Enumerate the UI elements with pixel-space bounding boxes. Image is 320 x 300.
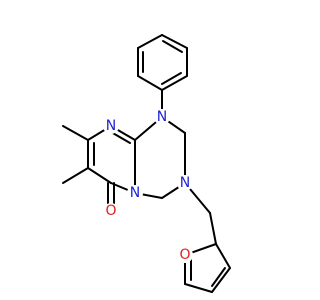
bond bbox=[184, 283, 213, 293]
bond bbox=[161, 34, 188, 49]
atom-n-ring-label: N bbox=[106, 118, 116, 134]
atom-n1-label: N bbox=[157, 109, 167, 125]
atom-n-ring: N bbox=[103, 118, 119, 134]
bond bbox=[211, 267, 226, 287]
bond bbox=[87, 167, 112, 184]
bond bbox=[215, 243, 231, 269]
atom-n1: N bbox=[154, 109, 170, 125]
bond bbox=[137, 75, 163, 91]
bond bbox=[211, 267, 231, 293]
atom-o-furan: O bbox=[177, 247, 193, 263]
atom-o-carbonyl: O bbox=[103, 203, 119, 219]
atom-n3-label: N bbox=[180, 175, 190, 191]
molecule-diagram: N N N N O O bbox=[62, 34, 231, 293]
bond bbox=[162, 40, 183, 53]
atom-labels: N N N N O O bbox=[103, 109, 193, 263]
bond bbox=[62, 167, 89, 184]
bond bbox=[110, 131, 131, 144]
bond bbox=[137, 34, 163, 49]
atom-n5: N bbox=[127, 185, 143, 201]
bond bbox=[209, 212, 217, 245]
atom-o-furan-label: O bbox=[179, 247, 190, 263]
bond bbox=[161, 72, 182, 85]
atom-n5-label: N bbox=[130, 185, 140, 201]
bond bbox=[161, 75, 188, 91]
bond-layer bbox=[62, 34, 231, 293]
atom-o-carbonyl-label: O bbox=[105, 203, 116, 219]
bond bbox=[62, 125, 89, 141]
atom-n3: N bbox=[177, 175, 193, 191]
